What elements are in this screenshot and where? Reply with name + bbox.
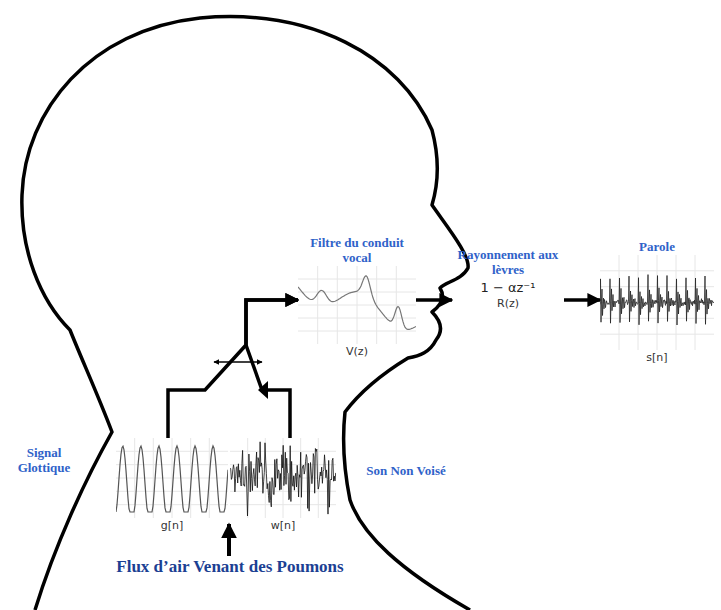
- waveform-plot: [116, 438, 228, 518]
- lip-radiation-block: Rayonnement aux lèvres 1 − αz⁻¹ R(z): [452, 248, 564, 310]
- waveform-trace: [600, 275, 714, 325]
- airflow-arrow: [227, 524, 231, 556]
- signal-name: g[n]: [161, 520, 184, 533]
- grid-line: [230, 478, 336, 479]
- grid-line: [116, 478, 228, 479]
- grid-line: [230, 504, 336, 505]
- signal-name: w[n]: [271, 520, 296, 533]
- block-title: Rayonnement aux lèvres: [452, 248, 564, 278]
- grid-line: [116, 504, 228, 505]
- waveform-plot: [298, 266, 416, 344]
- grid-line: [600, 318, 714, 319]
- grid-line: [230, 491, 336, 492]
- signal-name: s[n]: [646, 352, 667, 365]
- signal-caption: Son Non Voisé: [356, 464, 456, 479]
- signal-caption: Signal Glottique: [6, 446, 82, 476]
- grid-line: [298, 330, 416, 331]
- block-title: Filtre du conduit vocal: [298, 236, 416, 266]
- block-title: Parole: [639, 240, 675, 255]
- airflow-caption: Flux d’air Venant des Poumons: [112, 557, 348, 577]
- vocal-tract-filter: Filtre du conduit vocalV(z): [298, 236, 416, 359]
- waveform-plot: [600, 255, 714, 350]
- signal-name: V(z): [346, 346, 368, 359]
- signal-arrow: [246, 300, 298, 438]
- grid-line: [298, 304, 416, 305]
- waveform-plot: [230, 438, 336, 518]
- waveform-trace: [116, 446, 228, 512]
- speech-output-panel: Parole s[n]: [600, 240, 714, 365]
- noise-signal-panel: w[n]: [230, 438, 336, 533]
- waveform-trace: [230, 442, 336, 516]
- signal-arrow: [564, 298, 600, 302]
- switch-toggle-arrow: [214, 361, 262, 363]
- signal-arrow: [416, 298, 452, 302]
- grid-line: [318, 438, 319, 518]
- transfer-function: 1 − αz⁻¹: [481, 281, 536, 296]
- grid-line: [600, 334, 714, 335]
- grid-line: [298, 317, 416, 318]
- grid-line: [396, 266, 397, 344]
- waveform-trace: [298, 276, 416, 330]
- glottal-signal-panel: g[n]: [116, 438, 228, 533]
- signal-name: R(z): [497, 298, 519, 311]
- signal-arrow: [168, 300, 298, 438]
- head-silhouette: [22, 17, 470, 610]
